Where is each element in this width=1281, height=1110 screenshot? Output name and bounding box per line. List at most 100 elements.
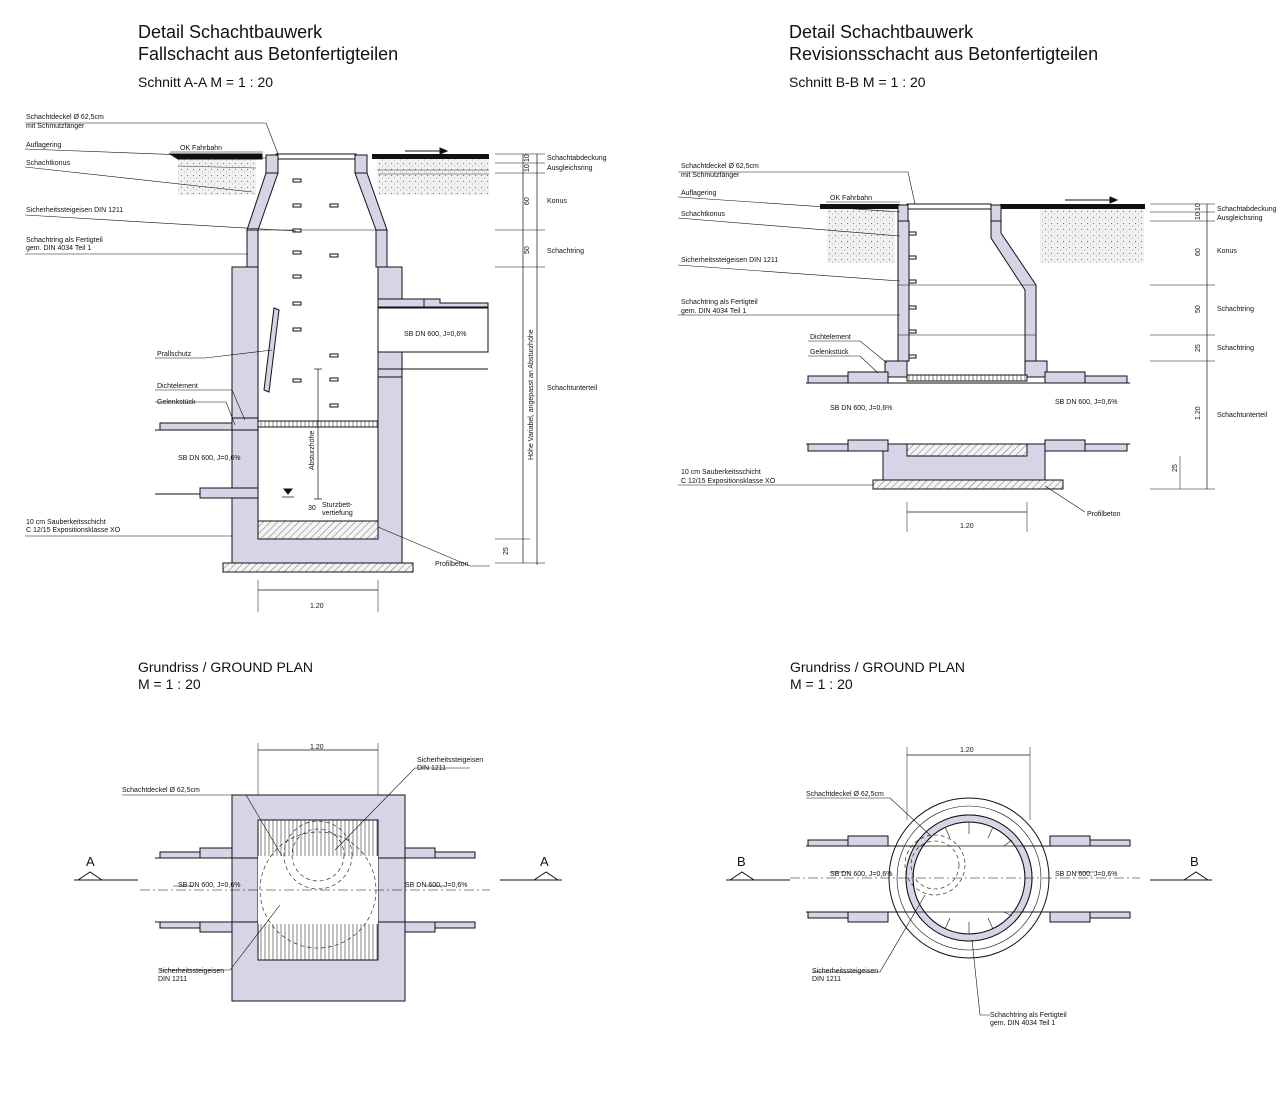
right-sauber-label-2: C 12/15 Expositionsklasse XO <box>681 478 776 485</box>
left-ring-label-2: gem. DIN 4034 Teil 1 <box>26 245 91 252</box>
left-section-labels: Schachtdeckel Ø 62,5cm mit Schmutzfänger… <box>26 114 607 610</box>
right-plan-steig-2: DIN 1211 <box>812 976 841 983</box>
right-plan-ring-2: gem. DIN 4034 Teil 1 <box>990 1020 1055 1027</box>
left-cover-label-1: Schachtdeckel Ø 62,5cm <box>26 114 104 121</box>
left-ladder-rungs <box>292 178 339 408</box>
left-sturz-label-2: vertiefung <box>322 510 353 517</box>
right-pipe-right-label: SB DN 600, J=0,6% <box>1055 399 1117 406</box>
left-section-drawing <box>24 122 545 612</box>
left-dim-60: 60 <box>524 197 531 205</box>
left-schachtring-label: Schachtring <box>547 248 584 255</box>
left-title-1: Detail Schachtbauwerk <box>138 22 323 42</box>
left-soil-right <box>377 157 489 195</box>
left-dim-10b: 10 <box>524 164 531 172</box>
right-dim-120: 1.20 <box>1195 406 1202 420</box>
right-sauber-label-1: 10 cm Sauberkeitsschicht <box>681 469 761 476</box>
left-sturz-label-1: Sturzbett- <box>322 502 353 509</box>
right-section-drawing <box>677 171 1215 532</box>
right-ok-label: OK Fahrbahn <box>830 195 872 202</box>
right-dim-10b: 10 <box>1195 212 1202 220</box>
right-plan-cover: Schachtdeckel Ø 62,5cm <box>806 791 884 798</box>
right-abdeckung-label: Schachtabdeckung <box>1217 206 1277 213</box>
left-auflagering-label: Auflagering <box>26 142 62 149</box>
right-ring-label-1: Schachtring als Fertigteil <box>681 299 758 306</box>
right-cover-label-2: mit Schmutzfänger <box>681 172 740 179</box>
right-section-labels: Schachtdeckel Ø 62,5cm mit Schmutzfänger… <box>681 163 1277 530</box>
right-plan-title: Grundriss / GROUND PLAN <box>790 659 966 675</box>
right-profil-label: Profilbeton <box>1087 511 1121 518</box>
left-dichtelement-label: Dichtelement <box>157 383 198 390</box>
right-ring-a-label: Schachtring <box>1217 306 1254 313</box>
right-dim-50: 50 <box>1195 305 1202 313</box>
left-d30: 30 <box>308 505 316 512</box>
left-pipe-upper <box>377 298 489 378</box>
left-pipe-out-label: SB DN 600, J=0,6% <box>404 331 466 338</box>
right-title-1: Detail Schachtbauwerk <box>789 22 974 42</box>
left-hoehe-label: Höhe Variabel, angepasst an Absturzhöhe <box>528 329 535 460</box>
left-gelenk-label: Gelenkstück <box>157 399 196 406</box>
left-plan-cut-right: A <box>540 854 549 869</box>
left-ring-right <box>375 229 388 268</box>
right-soil-left <box>827 209 895 263</box>
right-dim-25a: 25 <box>1195 344 1202 352</box>
right-ladder-rungs <box>908 231 917 359</box>
left-konus-label: Schachtkonus <box>26 160 70 167</box>
right-plan-ring-1: Schachtring als Fertigteil <box>990 1012 1067 1019</box>
left-ring-label-1: Schachtring als Fertigteil <box>26 237 103 244</box>
left-cover-label-2: mit Schmutzfänger <box>26 123 85 130</box>
left-plan-title: Grundriss / GROUND PLAN <box>138 659 314 675</box>
left-base-body <box>231 266 403 564</box>
right-konus-label: Schachtkonus <box>681 211 725 218</box>
left-plan-width: 1.20 <box>310 744 324 751</box>
left-dim-width: 1.20 <box>310 603 324 610</box>
right-section-label: Schnitt B-B M = 1 : 20 <box>789 74 926 90</box>
right-plan-steig-1: Sicherheitssteigeisen <box>812 968 878 975</box>
right-plan-pipe-r: SB DN 600, J=0,6% <box>1055 871 1117 878</box>
left-ausgleich-label: Ausgleichsring <box>547 165 593 172</box>
left-dim-50: 50 <box>524 246 531 254</box>
left-manhole-cover <box>275 153 357 160</box>
left-steigeisen-label: Sicherheitssteigeisen DIN 1211 <box>26 207 123 214</box>
right-plan-cut-left: B <box>737 854 746 869</box>
right-plan-scale: M = 1 : 20 <box>790 676 853 692</box>
right-plan-labels: 1.20 Schachtdeckel Ø 62,5cm SB DN 600, J… <box>737 747 1199 1027</box>
right-foundation <box>872 479 1064 490</box>
right-soil-right <box>1040 209 1144 263</box>
right-cone <box>990 220 1037 362</box>
left-sauber-label-1: 10 cm Sauberkeitsschicht <box>26 519 106 526</box>
right-steigeisen-label: Sicherheitssteigeisen DIN 1211 <box>681 257 778 264</box>
right-dichtelement-label: Dichtelement <box>810 334 851 341</box>
right-dim-10a: 10 <box>1195 203 1202 211</box>
left-foundation <box>222 562 414 573</box>
left-soil-left <box>178 157 256 195</box>
right-wall-left <box>897 220 910 362</box>
left-absturz-label: Absturzhöhe <box>309 431 316 470</box>
right-konus-dim-label: Konus <box>1217 248 1237 255</box>
left-pipe-in-label: SB DN 600, J=0,6% <box>178 455 240 462</box>
left-profil-label: Profilbeton <box>435 561 469 568</box>
left-plan-cover: Schachtdeckel Ø 62,5cm <box>122 787 200 794</box>
left-plan-pipe-l: SB DN 600, J=0,6% <box>178 882 240 889</box>
left-sauber-label-2: C 12/15 Expositionsklasse XO <box>26 527 121 534</box>
right-plan-drawing <box>726 747 1212 1016</box>
right-plan-pipe-l: SB DN 600, J=0,6% <box>830 871 892 878</box>
left-ok-label: OK Fahrbahn <box>180 145 222 152</box>
right-dim-60: 60 <box>1195 248 1202 256</box>
right-dichtelement <box>884 360 908 378</box>
left-dim-25: 25 <box>503 547 510 555</box>
left-abdeckung-label: Schachtabdeckung <box>547 155 607 162</box>
left-unterteil-label: Schachtunterteil <box>547 385 598 392</box>
right-plan-cut-right: B <box>1190 854 1199 869</box>
left-plan-steig-4: DIN 1211 <box>158 976 187 983</box>
right-pipe-left-label: SB DN 600, J=0,6% <box>830 405 892 412</box>
right-ring-b-label: Schachtring <box>1217 345 1254 352</box>
left-prallschutz-label: Prallschutz <box>157 351 192 358</box>
left-section-label: Schnitt A-A M = 1 : 20 <box>138 74 274 90</box>
left-konus-dim-label: Konus <box>547 198 567 205</box>
right-pipe <box>806 371 1130 452</box>
left-plan-pipe-r: SB DN 600, J=0,6% <box>405 882 467 889</box>
left-dim-10a: 10 <box>524 154 531 162</box>
right-auflagering-label: Auflagering <box>681 190 717 197</box>
left-title-2: Fallschacht aus Betonfertigteilen <box>138 44 399 64</box>
